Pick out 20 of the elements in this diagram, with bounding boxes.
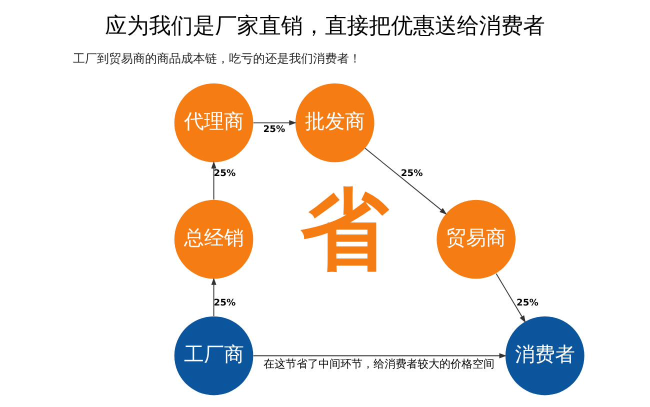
edge-label: 25% [400, 168, 423, 179]
diagram-title: 应为我们是厂家直销，直接把优惠送给消费者 [105, 14, 545, 40]
arrow [252, 353, 507, 358]
edge-label: 25% [263, 124, 286, 135]
arrow [364, 148, 447, 215]
edge-label: 在这节省了中间环节，给消费者较大的价格空间 [263, 357, 494, 370]
node-circle: 总经销 [174, 200, 254, 279]
node-circle: 批发商 [295, 83, 374, 162]
arrow [211, 278, 216, 316]
arrow [211, 161, 216, 200]
edge-label: 25% [516, 297, 538, 308]
node-circle: 代理商 [174, 83, 254, 162]
label: 工厂到贸易商的商品成本链，吃亏的还是我们消费者！ [73, 52, 362, 66]
arrow [252, 120, 297, 126]
arrow [496, 273, 526, 323]
label: 省 [300, 178, 388, 282]
edge-label: 25% [214, 168, 236, 179]
edge-label: 25% [214, 297, 236, 308]
node-circle: 工厂商 [174, 316, 254, 396]
node-circle: 贸易商 [436, 200, 516, 279]
